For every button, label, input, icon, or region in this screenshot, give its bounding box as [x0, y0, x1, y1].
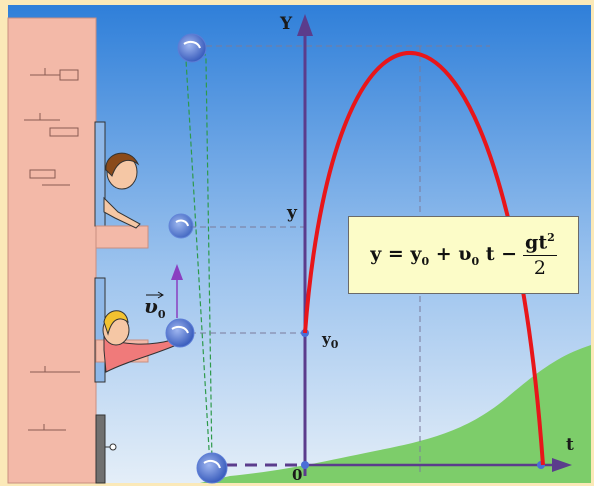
- origin-label: 0: [292, 466, 303, 484]
- formula-fraction: gt2 2: [523, 231, 557, 279]
- ball-ground: [196, 452, 228, 484]
- y-axis-label: Y: [280, 14, 293, 34]
- upper-balcony: [95, 225, 149, 249]
- girl-figure: [102, 310, 175, 373]
- v0-label: υ0: [144, 294, 166, 321]
- formula-box: y = y0 + υ0 t − gt2 2: [348, 216, 579, 294]
- grass-hill: [200, 345, 591, 483]
- t-axis-label: t: [566, 435, 574, 455]
- door: [95, 414, 106, 484]
- origin-dot: [301, 461, 309, 469]
- brick-marks: [24, 68, 80, 431]
- v0-vector: [171, 264, 183, 318]
- boy-figure: [103, 152, 141, 229]
- formula-denominator: 2: [533, 256, 546, 279]
- formula-lhs: y = y0 + υ0 t −: [370, 242, 518, 268]
- ball-positions: [165, 33, 228, 484]
- formula-numerator: gt2: [523, 231, 557, 256]
- t-axis-arrow: [552, 458, 572, 472]
- building-wall: [7, 17, 97, 484]
- y-level-label: y: [287, 203, 297, 223]
- ball-top: [177, 33, 207, 63]
- y0-label: y0: [322, 330, 339, 351]
- y-axis-arrow: [297, 14, 313, 36]
- ball-mid: [168, 213, 194, 239]
- ball-start: [165, 318, 195, 348]
